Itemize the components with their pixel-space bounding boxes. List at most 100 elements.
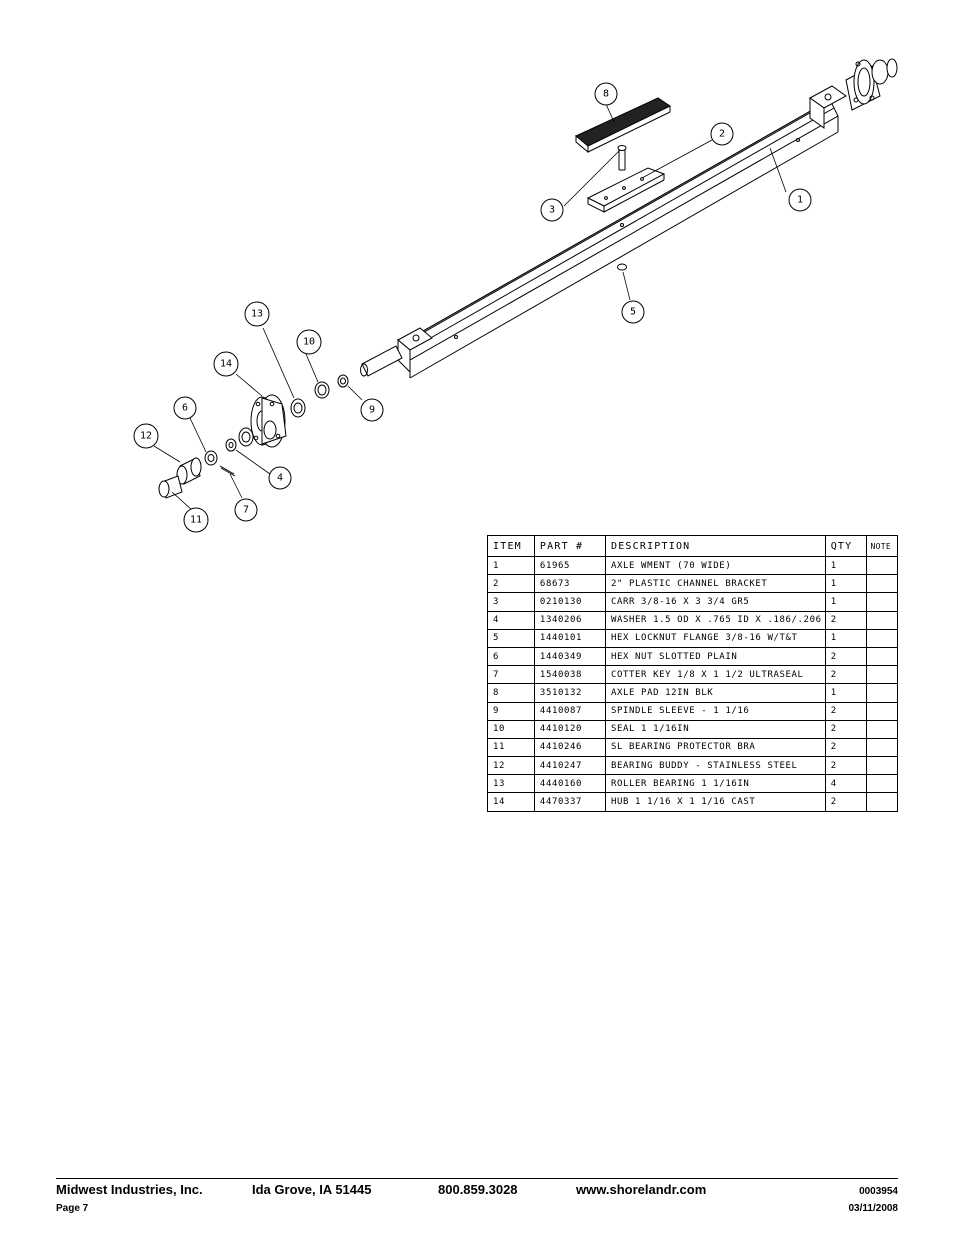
item-cell: 13 [487, 774, 535, 794]
header-description: DESCRIPTION [604, 535, 826, 557]
exploded-parts-drawing: 8 2 3 1 5 13 10 14 [0, 0, 954, 540]
callout-12: 12 [133, 423, 159, 449]
part-cell: 1440101 [533, 628, 606, 648]
note-cell [865, 756, 898, 776]
part-cell: 4440160 [533, 774, 606, 794]
qty-cell: 1 [824, 555, 867, 576]
callout-10: 10 [296, 329, 322, 355]
svg-text:6: 6 [182, 403, 188, 414]
note-cell [865, 774, 898, 794]
item-cell: 14 [487, 792, 535, 812]
callout-9: 9 [360, 398, 384, 422]
svg-text:1: 1 [797, 195, 803, 206]
item-cell: 2 [487, 574, 535, 594]
qty-cell: 2 [824, 756, 867, 776]
item-cell: 6 [487, 646, 535, 667]
svg-text:14: 14 [220, 359, 232, 370]
qty-cell: 1 [824, 683, 867, 703]
carriage-bolt [617, 145, 627, 171]
roller-bearing-inner [290, 398, 306, 418]
callout-4: 4 [268, 466, 292, 490]
svg-text:2: 2 [719, 129, 725, 140]
description-cell: HEX NUT SLOTTED PLAIN [604, 646, 826, 667]
note-cell [865, 610, 898, 630]
svg-text:12: 12 [140, 431, 152, 442]
part-cell: 1340206 [533, 610, 606, 630]
item-cell: 8 [487, 683, 535, 703]
part-cell: 4410247 [533, 756, 606, 776]
note-cell [865, 555, 898, 576]
spindle-left [360, 345, 403, 377]
qty-cell: 2 [824, 792, 867, 812]
description-cell: HUB 1 1/16 X 1 1/16 CAST [604, 792, 826, 812]
footer-page-number: Page 7 [56, 1203, 89, 1214]
part-cell: 4470337 [533, 792, 606, 812]
footer-location: Ida Grove, IA 51445 [252, 1182, 372, 1197]
footer-website: www.shorelandr.com [576, 1182, 707, 1197]
note-cell [865, 683, 898, 703]
header-part-number: PART # [533, 535, 606, 557]
callout-1: 1 [788, 188, 812, 212]
axle-tube [401, 96, 839, 379]
description-cell: SEAL 1 1/16IN [604, 719, 826, 739]
axle-pad [575, 97, 672, 154]
table-header-row: ITEM PART # DESCRIPTION QTY NOTE [487, 535, 898, 557]
callout-8: 8 [594, 82, 618, 106]
description-cell: AXLE PAD 12IN BLK [604, 683, 826, 703]
qty-cell: 1 [824, 592, 867, 612]
hub [250, 394, 287, 448]
description-cell: ROLLER BEARING 1 1/16IN [604, 774, 826, 794]
item-cell: 9 [487, 701, 535, 721]
item-cell: 7 [487, 665, 535, 685]
qty-cell: 1 [824, 574, 867, 594]
item-cell: 4 [487, 610, 535, 630]
item-cell: 10 [487, 719, 535, 739]
part-cell: 1440349 [533, 646, 606, 667]
item-cell: 5 [487, 628, 535, 648]
part-cell: 4410246 [533, 737, 606, 758]
footer-phone: 800.859.3028 [438, 1182, 518, 1197]
callout-11: 11 [183, 507, 209, 533]
description-cell: HEX LOCKNUT FLANGE 3/8-16 W/T&T [604, 628, 826, 648]
cotter-key [219, 465, 236, 477]
callout-3: 3 [540, 198, 564, 222]
note-cell [865, 574, 898, 594]
svg-text:5: 5 [630, 307, 636, 318]
part-cell: 0210130 [533, 592, 606, 612]
channel-bracket [586, 167, 666, 213]
qty-cell: 2 [824, 737, 867, 758]
callout-13: 13 [244, 301, 270, 327]
svg-text:4: 4 [277, 473, 283, 484]
footer-doc-number: 0003954 [859, 1186, 898, 1197]
note-cell [865, 646, 898, 667]
callout-7: 7 [234, 498, 258, 522]
hex-locknut [617, 263, 627, 271]
header-item: ITEM [487, 535, 535, 557]
svg-text:3: 3 [549, 205, 555, 216]
callout-2: 2 [710, 122, 734, 146]
footer-company: Midwest Industries, Inc. [56, 1182, 203, 1197]
svg-text:9: 9 [369, 405, 375, 416]
description-cell: SPINDLE SLEEVE - 1 1/16 [604, 701, 826, 721]
part-cell: 4410120 [533, 719, 606, 739]
note-cell [865, 719, 898, 739]
callout-5: 5 [621, 300, 645, 324]
header-qty: QTY [824, 535, 867, 557]
part-cell: 4410087 [533, 701, 606, 721]
part-cell: 68673 [533, 574, 606, 594]
